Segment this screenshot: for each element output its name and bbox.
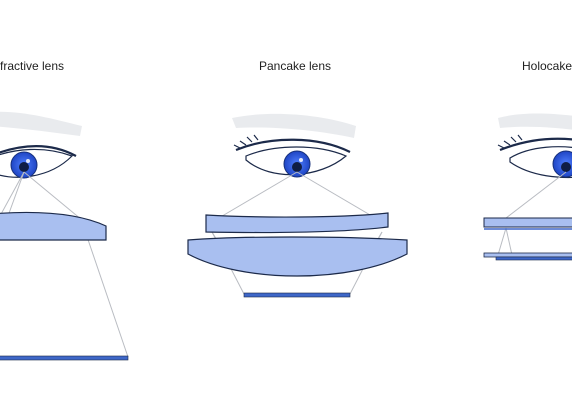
- eyebrow: [498, 113, 572, 130]
- display-panel: [495, 256, 572, 261]
- refractive-lens: [0, 211, 107, 241]
- light-rays: [0, 171, 129, 358]
- display-panel: [0, 355, 129, 361]
- pupil: [292, 162, 302, 172]
- eyebrow: [232, 113, 356, 138]
- pancake-lens-label: Pancake lens: [258, 59, 332, 73]
- eye: [497, 134, 572, 179]
- refractive-panel: [0, 111, 129, 361]
- eye: [0, 145, 77, 179]
- pancake-panel: [187, 113, 408, 298]
- light-rays: [497, 171, 567, 256]
- refractive-lens-label: fractive lens: [0, 59, 65, 73]
- eye: [233, 134, 351, 178]
- display-panel: [243, 292, 351, 298]
- holocake-upper-lens: [483, 217, 572, 228]
- pancake-upper-lens: [205, 212, 389, 234]
- pupil: [561, 162, 571, 172]
- holocake-lower-lens: [483, 252, 572, 258]
- pancake-lower-lens: [187, 236, 408, 277]
- holocake-lens-label: Holocake: [522, 59, 572, 73]
- pupil: [19, 162, 29, 172]
- eyebrow: [0, 111, 82, 136]
- holocake-panel: [483, 113, 572, 261]
